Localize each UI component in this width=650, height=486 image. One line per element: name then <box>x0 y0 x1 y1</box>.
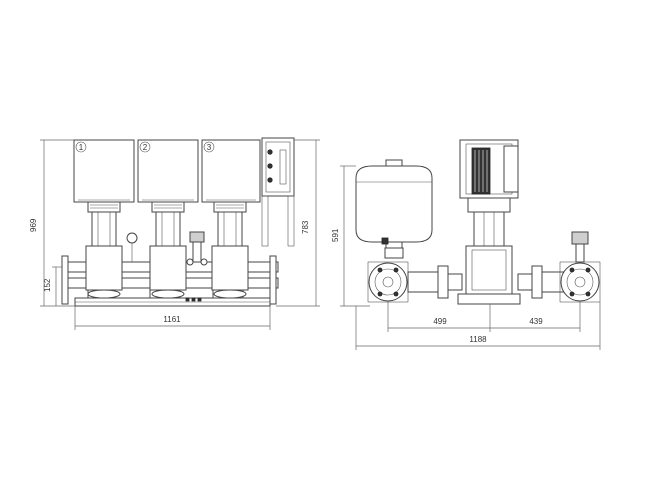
pressure-switch <box>189 231 205 243</box>
side-view: 591 499 439 1188 <box>331 139 601 350</box>
pump-1-callout <box>75 141 87 153</box>
dim-right: 439 <box>529 317 543 326</box>
pump-2-callout <box>139 141 151 153</box>
center-pump <box>457 139 521 305</box>
dim-width-base: 1161 <box>163 315 181 324</box>
dim-height-pipe: 152 <box>43 278 52 292</box>
pump-3-callout <box>203 141 215 153</box>
dim-height-total: 969 <box>29 218 38 232</box>
dim-height-tank: 591 <box>331 228 340 242</box>
dim-height-right: 783 <box>301 220 310 234</box>
front-view: 1 2 3 <box>29 137 320 330</box>
dim-total: 1188 <box>469 335 487 344</box>
pump-1-label: 1 <box>79 143 84 152</box>
pump-3-label: 3 <box>207 143 212 152</box>
right-flange <box>269 255 277 305</box>
pump-3: 3 <box>201 139 261 299</box>
suction-valve-left <box>367 261 409 303</box>
left-flange <box>61 255 69 305</box>
discharge-valve-right <box>559 231 601 303</box>
pump-1: 1 <box>73 139 135 299</box>
pump-2-label: 2 <box>143 143 148 152</box>
dim-left: 499 <box>433 317 447 326</box>
motor-1 <box>73 139 135 203</box>
pressure-tank <box>355 159 433 259</box>
pressure-gauge <box>126 232 138 244</box>
pump-2: 2 <box>137 139 199 299</box>
control-cabinet <box>261 137 295 247</box>
motor-2 <box>137 139 199 203</box>
